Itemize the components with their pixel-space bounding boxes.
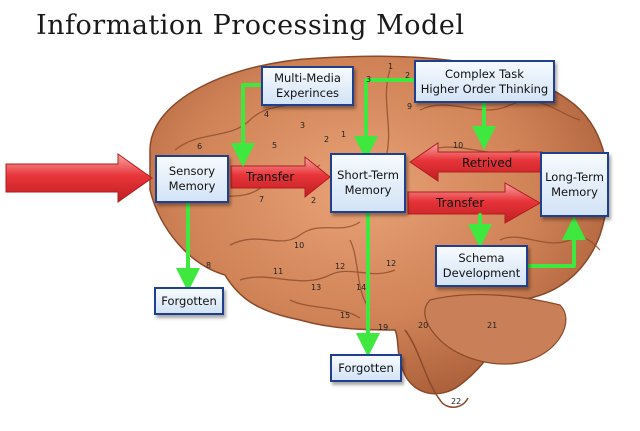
brain-number: 5 — [272, 141, 278, 150]
transfer-label-2: Transfer — [436, 196, 485, 210]
green-arrow-multimedia-to-transfer — [231, 83, 264, 167]
brain-number: 13 — [311, 283, 322, 292]
forgotten-box-bottom: Forgotten — [330, 354, 402, 382]
green-arrow-task-to-short-term — [354, 78, 416, 160]
brain-number: 15 — [340, 311, 351, 320]
schema-development-box: Schema Development — [435, 245, 528, 287]
brain-number: 8 — [206, 261, 212, 270]
forgotten-label-left: Forgotten — [161, 293, 217, 308]
green-arrow-schema-to-long-term — [526, 216, 586, 268]
brain-number: 19 — [378, 323, 389, 332]
forgotten-box-left: Forgotten — [154, 287, 224, 315]
long-term-memory-box: Long-Term Memory — [540, 152, 609, 217]
transfer-label-1: Transfer — [246, 170, 295, 184]
brain-number: 2 — [311, 196, 317, 205]
sensory-memory-box: Sensory Memory — [155, 155, 229, 203]
brain-number: 4 — [264, 110, 270, 119]
retrieved-label: Retrived — [462, 156, 513, 170]
brain-number: 9 — [407, 102, 413, 111]
brain-number: 20 — [418, 321, 429, 330]
multimedia-experiences-box: Multi-Media Experinces — [261, 66, 354, 106]
brain-number: 21 — [487, 321, 498, 330]
brain-number: 2 — [405, 71, 411, 80]
brain-number: 12 — [335, 262, 346, 271]
brain-number: 3 — [366, 75, 372, 84]
brain-number: 22 — [451, 397, 462, 406]
transfer-arrow-1 — [230, 155, 331, 199]
brain-number: 1 — [388, 62, 394, 71]
retrieved-arrow — [409, 142, 543, 182]
input-arrow — [5, 153, 153, 203]
schema-development-label: Schema Development — [442, 251, 521, 280]
brain-number: 6 — [197, 142, 203, 151]
brain-number: 10 — [294, 241, 305, 250]
brain-number: 14 — [356, 283, 367, 292]
short-term-memory-box: Short-Term Memory — [330, 153, 406, 213]
brain-number: 11 — [273, 267, 284, 276]
brain-number: 10 — [453, 141, 464, 150]
long-term-memory-label: Long-Term Memory — [545, 169, 604, 199]
short-term-memory-label: Short-Term Memory — [337, 168, 399, 197]
complex-task-box: Complex Task Higher Order Thinking — [414, 60, 555, 103]
brain-number: 7 — [259, 195, 265, 204]
brain-number: 1 — [341, 130, 347, 139]
complex-task-label: Complex Task Higher Order Thinking — [420, 66, 549, 96]
diagram-title: Information Processing Model — [36, 10, 465, 41]
brain-number: 12 — [386, 259, 397, 268]
brain-number: 3 — [300, 121, 306, 130]
brain-number: 2 — [324, 135, 330, 144]
transfer-arrow-2 — [407, 182, 542, 224]
multimedia-experiences-label: Multi-Media Experinces — [274, 71, 341, 100]
forgotten-label-bottom: Forgotten — [338, 360, 394, 375]
sensory-memory-label: Sensory Memory — [168, 164, 216, 193]
